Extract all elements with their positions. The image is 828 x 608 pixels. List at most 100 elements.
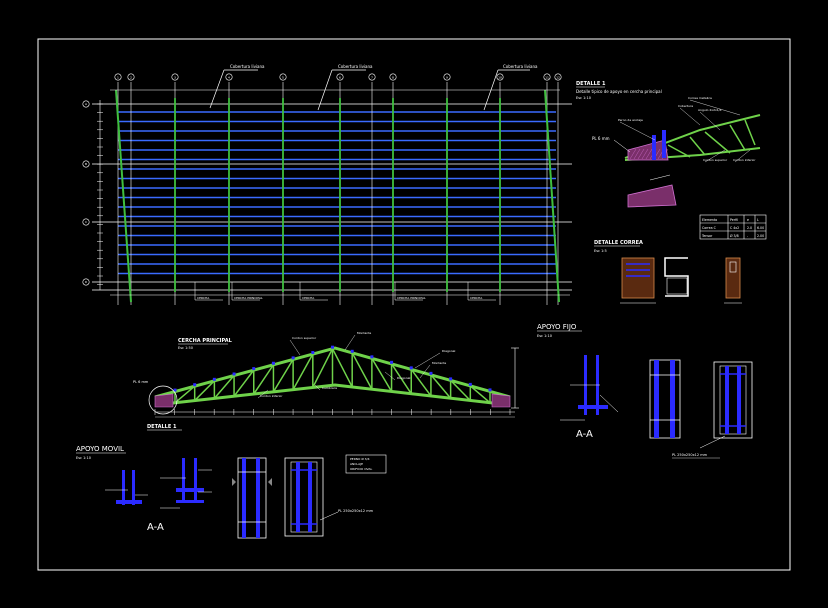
axis-bubble: 6 xyxy=(336,73,344,81)
bottom-note-label: CERCHA xyxy=(470,296,483,300)
apoyo-movil-plate-1 xyxy=(232,457,272,539)
callout-leader xyxy=(699,111,721,131)
truss-diagonal xyxy=(371,357,393,392)
truss-diagonal xyxy=(292,353,314,391)
callout-leader xyxy=(419,364,431,379)
truss-callout: Montante xyxy=(419,361,446,379)
svg-text:L: L xyxy=(757,218,759,222)
axis-bubble: 12 xyxy=(554,73,562,81)
axis-bubble-label: 5 xyxy=(282,75,284,79)
axis-bubble: 5 xyxy=(279,73,287,81)
purlin-mark xyxy=(468,382,472,386)
truss-diagonal xyxy=(410,368,432,397)
callout-leader xyxy=(414,352,441,369)
truss-diagonal xyxy=(450,379,471,401)
apoyo-movil-legend: PERNO Ø 3/4 ANCLAJE ORIFICIO OVAL xyxy=(345,454,387,474)
apoyo-fijo: APOYO FIJO Esc 1:10 A-A xyxy=(537,323,753,459)
callout-label: Cordon superior xyxy=(292,336,317,340)
row-bubble: D xyxy=(82,278,90,286)
detalle-1-title: DETALLE 1 xyxy=(576,81,606,87)
truss-right-plate xyxy=(491,393,511,408)
svg-text:Correa C: Correa C xyxy=(702,226,717,230)
truss-diagonal xyxy=(430,374,452,399)
apoyo-fijo-title: APOYO FIJO xyxy=(537,323,577,331)
apoyo-movil-plate-2 xyxy=(284,457,324,537)
row-bubble-label: D xyxy=(85,280,88,284)
axis-bubble-circle xyxy=(389,73,397,81)
callout-label: Cumbrera xyxy=(322,386,337,390)
axis-bubble-label: 2 xyxy=(130,75,132,79)
axis-bubble-label: 8 xyxy=(392,75,394,79)
row-bubble-circle xyxy=(82,160,90,168)
apoyo-movil-plate-note: PL 250x250x12 mm xyxy=(338,509,374,513)
axis-bubble-circle xyxy=(171,73,179,81)
svg-text:-: - xyxy=(747,234,748,238)
bottom-note-label: CERCHA PRINCIPAL xyxy=(397,296,426,300)
truss-diagonal xyxy=(312,348,334,388)
axis-bubble-circle xyxy=(114,73,122,81)
callout-label: Cobertura xyxy=(678,104,693,108)
correa-section-1 xyxy=(621,257,655,299)
detalle-1-callout: Cordon superior xyxy=(703,149,728,163)
axis-bubble-label: 4 xyxy=(228,75,230,79)
apoyo-movil-section: A-A xyxy=(147,522,164,533)
svg-text:2.00: 2.00 xyxy=(757,234,764,238)
callout-label: Perno de anclaje xyxy=(618,118,643,122)
row-bubble: B xyxy=(82,160,90,168)
hatch-line xyxy=(645,148,653,160)
profile-table: Elemento Perfil e L Correa C C 4x2 2.0 6… xyxy=(699,214,767,240)
callout-label: Correa metalica xyxy=(688,96,712,100)
purlin-mark xyxy=(390,360,394,364)
truss-diagonal xyxy=(233,369,255,397)
row-bubble-label: A xyxy=(85,102,88,106)
svg-text:Cobertura liviana: Cobertura liviana xyxy=(230,64,265,69)
cercha-title: CERCHA PRINCIPAL xyxy=(178,338,233,344)
callout-leader xyxy=(679,107,701,126)
svg-text:2.0: 2.0 xyxy=(747,226,752,230)
callout-label: Montante xyxy=(432,361,446,365)
bottom-note-label: CERCHA xyxy=(197,296,210,300)
callout-label: Cordon superior xyxy=(703,158,728,162)
svg-text:e: e xyxy=(747,218,749,222)
axis-bubble-circle xyxy=(368,73,376,81)
purlin-mark xyxy=(252,367,256,371)
callout-leader xyxy=(257,389,269,399)
detalle-1-plate-label: PL 6 mm xyxy=(592,136,610,141)
axis-bubble: 3 xyxy=(171,73,179,81)
row-bubble-label: B xyxy=(85,162,87,166)
svg-text:ORIFICIO OVAL: ORIFICIO OVAL xyxy=(350,467,372,471)
correa-section-3 xyxy=(725,257,741,299)
purlin-mark xyxy=(488,388,492,392)
hatch-line xyxy=(637,148,645,160)
row-bubble-circle xyxy=(82,218,90,226)
apoyo-fijo-section: A-A xyxy=(576,429,593,440)
sheet-frame xyxy=(37,38,791,571)
row-bubble: C xyxy=(82,218,90,226)
axis-bubble-circle xyxy=(279,73,287,81)
purlin-mark xyxy=(173,388,177,392)
truss-diagonal xyxy=(174,385,196,404)
axis-bubble-circle xyxy=(127,73,135,81)
svg-text:6.00: 6.00 xyxy=(757,226,764,230)
apoyo-fijo-plate-2 xyxy=(713,361,753,439)
callout-label: Angulo 2x2x1/4 xyxy=(698,108,722,112)
detail-circle xyxy=(148,385,178,415)
apoyo-fijo-plate-note: PL 250x250x12 mm xyxy=(672,453,708,457)
detalle-1-callout: Perno de anclaje xyxy=(618,118,656,141)
bottom-note: CERCHA xyxy=(194,282,223,301)
axis-bubble-circle xyxy=(443,73,451,81)
callout-label: Cordon inferior xyxy=(733,158,756,162)
end-rafter-right xyxy=(544,89,560,303)
callout-leader xyxy=(704,149,726,163)
cercha-principal: CERCHA PRINCIPAL Esc 1:50 PL 6 mm DETALL… xyxy=(133,331,519,431)
truss-diagonal xyxy=(331,348,353,388)
purlin-mark xyxy=(331,345,334,349)
callout-leader xyxy=(384,371,396,381)
bottom-note-label: CERCHA xyxy=(302,296,315,300)
callout-label: Montante xyxy=(357,331,371,335)
truss-callout: Montante xyxy=(344,331,371,351)
apoyo-movil-scale: Esc 1:10 xyxy=(76,456,91,460)
callout-leader xyxy=(734,149,751,163)
detalle-1-callout: Angulo 2x2x1/4 xyxy=(698,108,722,131)
